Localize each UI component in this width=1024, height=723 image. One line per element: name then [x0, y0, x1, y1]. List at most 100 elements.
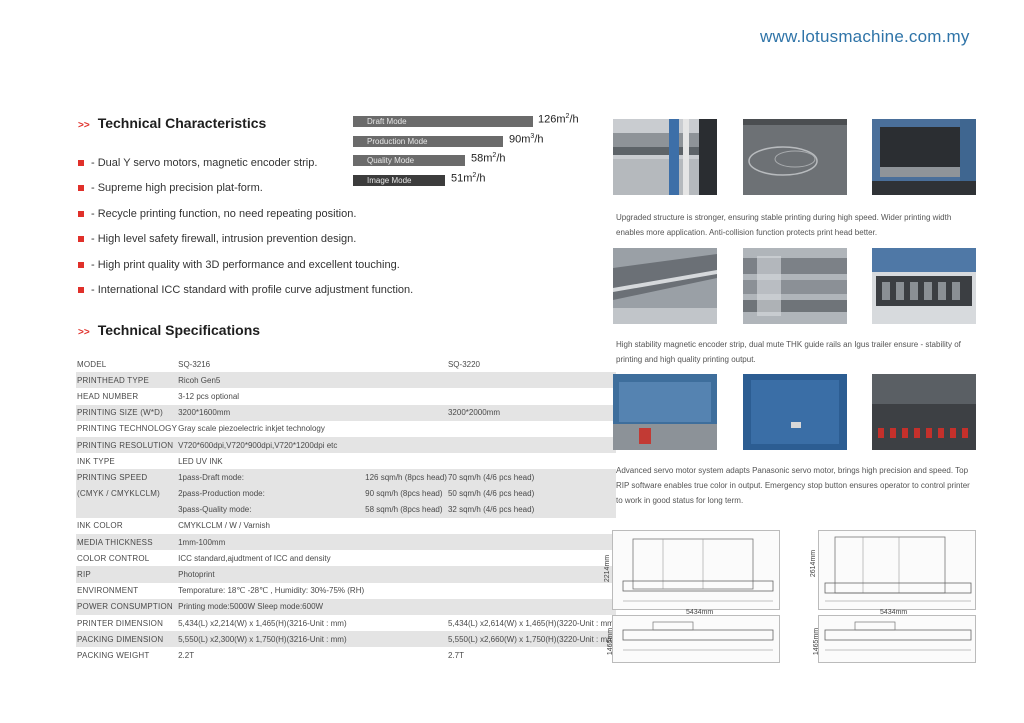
feature-item: - International ICC standard with profil… — [78, 284, 413, 296]
feature-text: - Recycle printing function, no need rep… — [91, 208, 357, 220]
bullet-square-icon — [78, 262, 84, 268]
spec-value — [364, 615, 447, 631]
spec-value — [364, 388, 447, 404]
spec-row: INK TYPE LED UV INK — [76, 453, 616, 469]
spec-key: MEDIA THICKNESS — [76, 534, 178, 551]
photo-platform — [743, 119, 847, 195]
spec-row: MODEL SQ-3216 SQ-3220 — [76, 356, 616, 372]
spec-value: SQ-3216 — [178, 359, 211, 369]
feature-item: - High print quality with 3D performance… — [78, 259, 400, 271]
spec-value: 2.2T — [178, 650, 195, 660]
width-label-3216: 5434mm — [686, 609, 714, 616]
photo-encoder-strip — [613, 248, 717, 324]
characteristics-title: >>Technical Characteristics — [78, 115, 266, 131]
bullet-square-icon — [78, 185, 84, 191]
spec-value: ICC standard,ajudtment of ICC and densit… — [178, 553, 331, 563]
spec-value — [446, 372, 617, 389]
spec-value — [447, 518, 617, 534]
spec-value — [447, 550, 617, 566]
bullet-square-icon — [78, 211, 84, 217]
spec-value: Temporature: 18℃ -28℃ , Humidity: 30%-75… — [178, 586, 365, 596]
feature-text: - High print quality with 3D performance… — [91, 259, 400, 271]
spec-key: PACKING WEIGHT — [77, 650, 150, 660]
depth-label-3220: 2614mm — [810, 549, 818, 578]
spec-key: RIP — [76, 566, 178, 583]
drawing-3216-side — [612, 615, 780, 663]
spec-key: COLOR CONTROL — [77, 553, 150, 563]
spec-key — [76, 501, 178, 518]
spec-key: ENVIRONMENT — [77, 586, 139, 596]
spec-key: HEAD NUMBER — [77, 391, 139, 401]
spec-value: 3200*1600mm — [177, 404, 365, 421]
feature-text: - High level safety firewall, intrusion … — [91, 233, 357, 245]
spec-value: 5,434(L) x2,614(W) x 1,465(H)(3220-Unit … — [447, 618, 617, 628]
spec-row: PRINTING SIZE (W*D)3200*1600mm 3200*2000m… — [76, 404, 617, 421]
spec-value: 5,550(L) x2,300(W) x 1,750(H)(3216-Unit … — [177, 631, 365, 648]
spec-value: 3pass-Quality mode: — [177, 501, 365, 518]
spec-value: Ricoh Gen5 — [177, 372, 365, 389]
height-label-3216: 1465mm — [607, 627, 615, 656]
bullet-square-icon — [78, 160, 84, 166]
spec-value — [364, 598, 447, 615]
spec-key: PRINTING RESOLUTION — [76, 436, 178, 454]
specifications-title-text: Technical Specifications — [97, 322, 261, 338]
spec-value: 2pass-Production mode: — [177, 485, 365, 502]
spec-value — [364, 518, 447, 534]
spec-value — [446, 534, 617, 551]
spec-value: 126 sqm/h (8pcs head) — [364, 469, 447, 486]
drawing-3220-side — [818, 615, 976, 663]
spec-value — [364, 453, 447, 469]
mode-bar-image: Image Mode — [353, 175, 445, 186]
spec-value: 58 sqm/h (8pcs head) — [364, 501, 447, 518]
spec-value: 70 sqm/h (4/6 pcs head) — [446, 469, 617, 486]
spec-value: 1pass-Draft mode: — [177, 469, 365, 486]
spec-key: MODEL — [77, 359, 107, 369]
feature-item: - High level safety firewall, intrusion … — [78, 233, 356, 245]
photo-guide-rail — [743, 248, 847, 324]
spec-value — [364, 534, 447, 551]
mode-bar-draft: Draft Mode — [353, 116, 533, 127]
spec-value — [364, 421, 447, 437]
photo-emergency-stop — [872, 374, 976, 450]
spec-key: PRINTING SIZE (W*D) — [76, 404, 178, 421]
height-label-3220: 1465mm — [813, 627, 821, 656]
depth-label-3216: 2214mm — [604, 554, 612, 583]
spec-value: Printing mode:5000W Sleep mode:600W — [177, 598, 365, 615]
spec-value — [446, 598, 617, 615]
spec-key: PRINTING TECHNOLOGY — [77, 424, 178, 434]
spec-value — [447, 421, 617, 437]
caption-servo: Advanced servo motor system adapts Panas… — [616, 466, 970, 505]
spec-value: 50 sqm/h (4/6 pcs head) — [446, 485, 617, 502]
feature-item: - Recycle printing function, no need rep… — [78, 208, 356, 220]
spec-value: SQ-3220 — [447, 359, 480, 369]
spec-key: (CMYK / CMYKLCLM) — [76, 485, 178, 502]
website-url[interactable]: www.lotusmachine.com.my — [760, 27, 970, 46]
spec-value — [364, 372, 447, 389]
spec-value: 2.7T — [447, 650, 464, 660]
spec-key: INK TYPE — [77, 456, 115, 466]
photo-rip-software — [743, 374, 847, 450]
feature-item: - Dual Y servo motors, magnetic encoder … — [78, 157, 317, 169]
spec-row: 3pass-Quality mode:58 sqm/h (8pcs head)3… — [76, 501, 617, 518]
characteristics-title-text: Technical Characteristics — [97, 115, 267, 131]
spec-value: 3200*2000mm — [446, 404, 617, 421]
mode-value-image: 51m2/h — [451, 172, 486, 185]
mode-bar-quality: Quality Mode — [353, 155, 465, 166]
spec-value: 5,550(L) x2,660(W) x 1,750(H)(3220-Unit … — [446, 631, 617, 648]
bullet-square-icon — [78, 287, 84, 293]
spec-value — [447, 388, 617, 404]
photo-trailer — [872, 248, 976, 324]
spec-value — [364, 356, 447, 372]
width-label-3220: 5434mm — [880, 609, 908, 616]
spec-value — [364, 566, 447, 583]
spec-value: LED UV INK — [178, 456, 223, 466]
spec-value: 3-12 pcs optional — [178, 391, 240, 401]
arrow-marker-icon: >> — [78, 327, 90, 338]
